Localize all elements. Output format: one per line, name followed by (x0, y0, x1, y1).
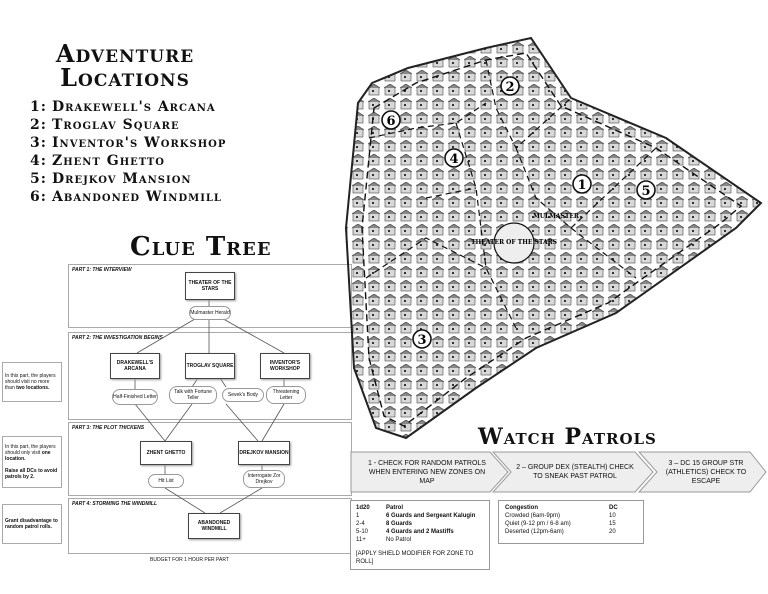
theater-sign: THEATER OF THE STARS (471, 239, 557, 246)
map-marker-3: 3 (417, 333, 426, 348)
patrol-step-3: 3 – DC 15 GROUP STR (ATHLETICS) CHECK TO… (665, 459, 747, 485)
part-3-box: PART 3: THE PLOT THICKENS (68, 422, 352, 496)
node-drejkov: DREJKOV MANSION (238, 441, 290, 465)
location-item-1: 1:Drakewell's Arcana (30, 99, 216, 115)
congestion-row-2: Quiet (9-12 pm / 6-8 am)15 (505, 521, 616, 527)
note-part-2: In this part, the players should visit n… (2, 362, 62, 402)
congestion-row-3: Deserted (12pm-6am)20 (505, 529, 616, 535)
note-part-3: In this part, the players should only vi… (2, 436, 62, 488)
clue-sevek-body: Sevek's Body (222, 388, 264, 402)
location-item-4: 4:Zhent Ghetto (30, 153, 166, 169)
node-troglav: TROGLAV SQUARE (185, 353, 235, 379)
patrol-row-4: 11+No Patrol (356, 537, 412, 543)
map-marker-5: 5 (641, 184, 650, 199)
patrol-step-1: 1 - CHECK FOR RANDOM PATROLS WHEN ENTERI… (368, 459, 486, 485)
node-theater: THEATER OF THE STARS (185, 272, 235, 300)
clue-tree-title: Clue Tree (130, 232, 272, 262)
clue-fortune-teller: Talk with Fortune Teller (169, 386, 217, 404)
location-item-6: 6:Abandoned Windmill (30, 189, 222, 205)
map-marker-2: 2 (505, 80, 514, 95)
patrol-steps-arrows (350, 451, 767, 493)
title-line-2: Locations (60, 63, 190, 92)
patrol-step-2: 2 – GROUP DEX (STEALTH) CHECK TO SNEAK P… (516, 464, 634, 480)
clue-interrogate: Interrogate Zor Drejkov (243, 470, 285, 488)
clue-hit-list: Hit List (148, 474, 184, 488)
clue-mulmaster-herald: Mulmaster Herald (189, 306, 231, 320)
adventure-locations-list: 1:Drakewell's Arcana 2:Troglav Square 3:… (30, 98, 226, 206)
part-2-label: PART 2: THE INVESTIGATION BEGINS (72, 335, 163, 341)
watch-patrols-title: Watch Patrols (478, 424, 657, 450)
part-4-label: PART 4: STORMING THE WINDMILL (72, 501, 157, 507)
part-3-label: PART 3: THE PLOT THICKENS (72, 425, 145, 431)
mulmaster-sign: MULMASTER (533, 213, 580, 220)
clue-threatening-letter: Threatening Letter (266, 386, 306, 404)
node-drakewell: DRAKEWELL'S ARCANA (110, 353, 160, 379)
location-item-5: 5:Drejkov Mansion (30, 171, 192, 187)
map-marker-6: 6 (386, 114, 395, 129)
map-marker-4: 4 (449, 152, 458, 167)
budget-note: BUDGET FOR 1 HOUR PER PART (150, 557, 229, 563)
map-marker-1: 1 (577, 178, 586, 193)
patrol-table-footer: [APPLY SHIELD MODIFIER FOR ZONE TO ROLL] (356, 551, 474, 565)
location-item-3: 3:Inventor's Workshop (30, 135, 227, 151)
city-map: 1 2 3 4 5 6 THEATER OF THE STARS MULMAST… (344, 36, 763, 440)
location-item-2: 2:Troglav Square (30, 117, 180, 133)
clue-tree-connectors (134, 300, 285, 514)
node-windmill: ABANDONED WINDMILL (188, 513, 240, 539)
node-inventor: INVENTOR'S WORKSHOP (260, 353, 310, 379)
part-1-label: PART 1: THE INTERVIEW (72, 267, 132, 273)
congestion-row-1: Crowded (6am-9pm)10 (505, 513, 616, 519)
node-zhent: ZHENT GHETTO (140, 441, 192, 465)
title-line-1: Adventure (55, 39, 195, 68)
clue-half-letter: Half-Finished Letter (112, 389, 158, 405)
adventure-locations-title: Adventure Locations (40, 42, 210, 90)
note-part-4: Grant disadvantage to random patrol roll… (2, 504, 62, 544)
